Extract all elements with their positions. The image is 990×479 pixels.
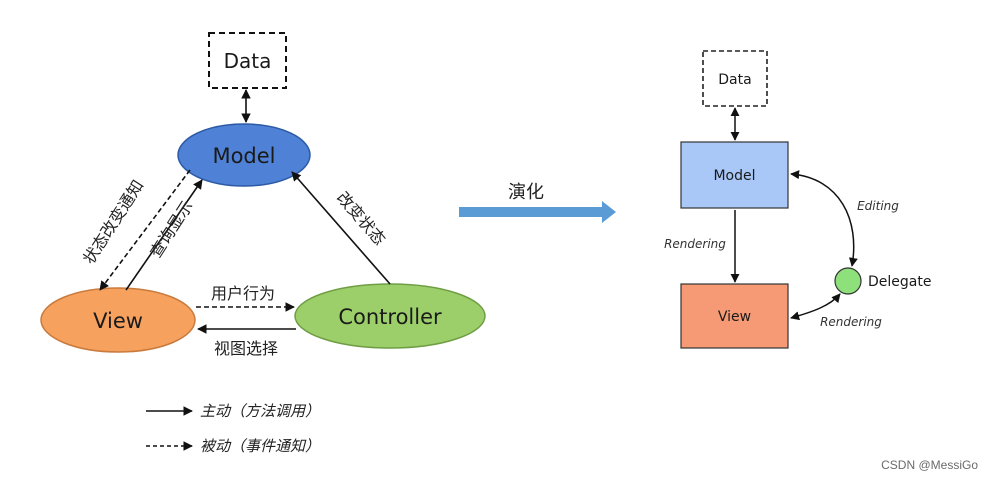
left-edge-label-view-select: 视图选择 — [214, 339, 278, 358]
right-edge-label-rendering-right: Rendering — [820, 315, 882, 329]
left-edge-label-user-action: 用户行为 — [211, 284, 275, 303]
left-edge-label-change-state: 改变状态 — [333, 188, 389, 249]
left-data-label: Data — [224, 49, 272, 73]
left-view-label: View — [93, 309, 143, 333]
legend: 主动（方法调用） 被动（事件通知） — [146, 402, 320, 455]
left-controller-model-edge — [291, 171, 391, 285]
watermark: CSDN @MessiGo — [881, 458, 978, 472]
right-edge-label-rendering-left: Rendering — [664, 237, 726, 251]
right-delegate-shape — [834, 267, 862, 295]
left-controller-label: Controller — [338, 305, 442, 329]
left-mvc-diagram: Data Model View Controller 状态改变通知 — [40, 32, 486, 358]
right-view-label: View — [718, 309, 751, 325]
right-model-node: Model — [680, 141, 789, 209]
legend-passive-label: 被动（事件通知） — [200, 437, 320, 455]
left-model-node: Model — [177, 123, 311, 187]
right-edge-label-editing: Editing — [857, 199, 899, 213]
right-model-label: Model — [713, 168, 755, 184]
right-delegate-node: Delegate — [834, 267, 931, 295]
left-view-shape — [40, 287, 196, 353]
left-edge-label-notify: 状态改变通知 — [79, 177, 147, 268]
evolution-transition: 演化 — [459, 182, 616, 223]
right-data-label: Data — [718, 72, 751, 88]
evolution-arrow-icon — [459, 201, 616, 223]
left-data-node: Data — [208, 32, 287, 89]
left-view-node: View — [40, 287, 196, 353]
right-model-delegate-edge — [790, 170, 858, 267]
left-edge-label-query: 查询显示 — [146, 197, 197, 261]
left-controller-node: Controller — [294, 283, 486, 349]
right-view-delegate-edge — [790, 293, 841, 321]
right-view-node: View — [680, 283, 789, 349]
right-model-view-delegate-diagram: Data Model Rendering View Delegate Editi… — [664, 50, 931, 349]
legend-active-label: 主动（方法调用） — [200, 402, 320, 420]
left-view-model-query-edge — [125, 179, 203, 291]
left-model-label: Model — [212, 144, 275, 168]
evolution-label: 演化 — [508, 182, 544, 203]
left-model-view-notify-edge — [99, 169, 191, 291]
right-data-node: Data — [702, 50, 768, 107]
left-model-shape — [177, 123, 311, 187]
right-delegate-label: Delegate — [868, 274, 931, 290]
